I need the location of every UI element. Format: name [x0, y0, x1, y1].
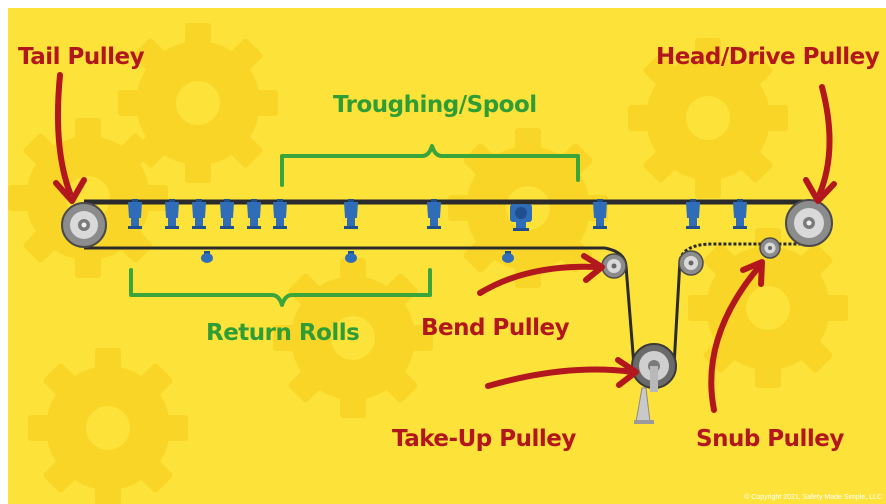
bend-pulley-2-icon: [678, 250, 704, 276]
copyright-notice: © Copyright 2021, Safety Made Simple, LL…: [744, 494, 882, 501]
return-rolls-label: Return Rolls: [206, 320, 360, 346]
bend-pulley-label: Bend Pulley: [421, 315, 570, 341]
annotation-arrows: [53, 72, 837, 413]
conveyor-diagram: Tail Pulley Head/Drive Pulley Troughing/…: [8, 8, 886, 504]
tail-pulley-label: Tail Pulley: [18, 44, 145, 70]
head-drive-pulley-icon: [785, 199, 833, 247]
tail-pulley-icon: [61, 202, 107, 248]
head-drive-pulley-label: Head/Drive Pulley: [656, 44, 880, 70]
snub-pulley-icon: [759, 237, 781, 259]
diagram-canvas: [8, 23, 848, 504]
troughing-bracket: [280, 144, 580, 187]
spool-motor-icon: [510, 204, 532, 231]
bend-pulley-icon: [601, 253, 627, 279]
snub-pulley-label: Snub Pulley: [696, 426, 844, 452]
return-rolls-bracket: [129, 268, 432, 307]
troughing-spool-label: Troughing/Spool: [333, 92, 537, 118]
take-up-pulley-label: Take-Up Pulley: [392, 426, 576, 452]
take-up-pulley-icon: [631, 343, 677, 424]
